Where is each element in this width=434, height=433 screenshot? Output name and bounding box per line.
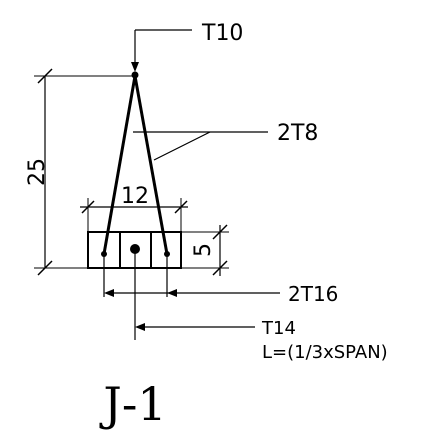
label-t14: T14 bbox=[261, 318, 296, 339]
dimension-width-label: 12 bbox=[121, 184, 149, 209]
dimension-depth bbox=[181, 224, 229, 276]
label-t10: T10 bbox=[201, 21, 243, 46]
leader-2t16-arrow-left-icon bbox=[104, 289, 114, 297]
label-length: L=(1/3xSPAN) bbox=[262, 342, 388, 363]
bottom-bar-left-dot bbox=[101, 251, 107, 257]
dimension-height bbox=[34, 68, 135, 276]
dimension-height-label: 25 bbox=[25, 158, 50, 186]
leader-t10 bbox=[131, 29, 192, 72]
drawing-title: J-1 bbox=[99, 377, 166, 431]
leader-2t16 bbox=[103, 256, 280, 297]
dimension-width bbox=[80, 198, 188, 232]
leader-arrow-icon bbox=[131, 62, 139, 72]
leader-t14 bbox=[134, 252, 255, 340]
triangle-stirrup bbox=[102, 71, 169, 255]
leader-t14-arrow-icon bbox=[135, 323, 145, 331]
bottom-bar-center-dot bbox=[130, 244, 140, 254]
top-bar-dot bbox=[131, 71, 139, 79]
label-2t8: 2T8 bbox=[277, 121, 318, 146]
bottom-bar-right-dot bbox=[164, 251, 170, 257]
leader-2t8 bbox=[133, 131, 268, 161]
leader-2t16-arrow-right-icon bbox=[167, 289, 177, 297]
label-2t16: 2T16 bbox=[288, 282, 338, 306]
dimension-depth-label: 5 bbox=[191, 243, 216, 257]
